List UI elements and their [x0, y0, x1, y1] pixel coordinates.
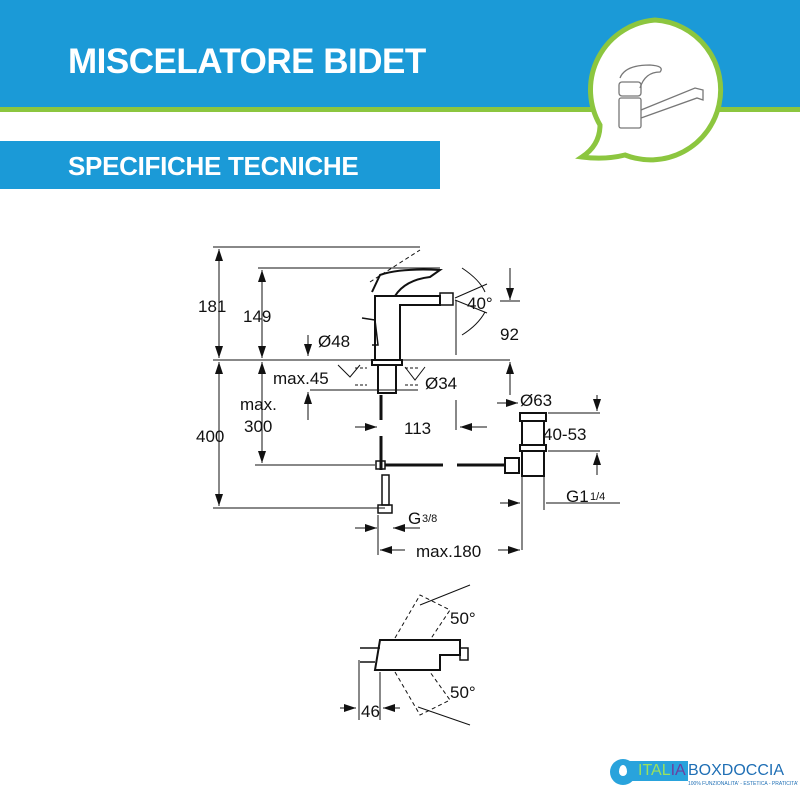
header-divider: [0, 107, 800, 112]
angle-40: 40°: [467, 294, 493, 313]
subtitle-bar: [0, 141, 440, 189]
dim-max-45: max.45: [273, 369, 329, 388]
dimension-lines: [213, 246, 620, 726]
dim-g: G: [408, 509, 421, 528]
dim-diameter-34: Ø34: [425, 374, 457, 393]
dimension-arrows: [215, 249, 601, 712]
page-title: MISCELATORE BIDET: [68, 42, 426, 81]
dim-40-53: 40-53: [543, 425, 586, 444]
dim-46: 46: [361, 702, 380, 721]
angle-50-bottom: 50°: [450, 683, 476, 702]
faucet-icon: [575, 17, 724, 163]
dim-g1-fraction: 1/4: [590, 491, 605, 503]
dimension-labels: 181 149 400 max. 300 Ø48 max.45 Ø34 113 …: [196, 294, 605, 721]
brand-logo: ITALIA BOXDOCCIA 100% FUNZIONALITA' - ES…: [610, 755, 798, 790]
dim-max-label: max.: [240, 395, 277, 414]
dim-113: 113: [404, 419, 431, 438]
dim-400: 400: [196, 427, 224, 446]
dim-diameter-48: Ø48: [318, 332, 350, 351]
dim-181: 181: [198, 297, 226, 316]
dim-diameter-63: Ø63: [520, 391, 552, 410]
logo-boxdoccia: BOXDOCCIA: [688, 762, 785, 779]
dim-g1: G1: [566, 487, 589, 506]
dim-92: 92: [500, 325, 519, 344]
dim-g-fraction: 3/8: [422, 513, 437, 525]
dim-300: 300: [244, 417, 272, 436]
logo-italia: ITALIA: [630, 761, 688, 781]
section-title: SPECIFICHE TECNICHE: [68, 151, 359, 181]
logo-tagline: 100% FUNZIONALITA' - ESTETICA - PRATICIT…: [688, 781, 799, 787]
dim-149: 149: [243, 307, 271, 326]
angle-50-top: 50°: [450, 609, 476, 628]
dim-max-180: max.180: [416, 542, 481, 561]
